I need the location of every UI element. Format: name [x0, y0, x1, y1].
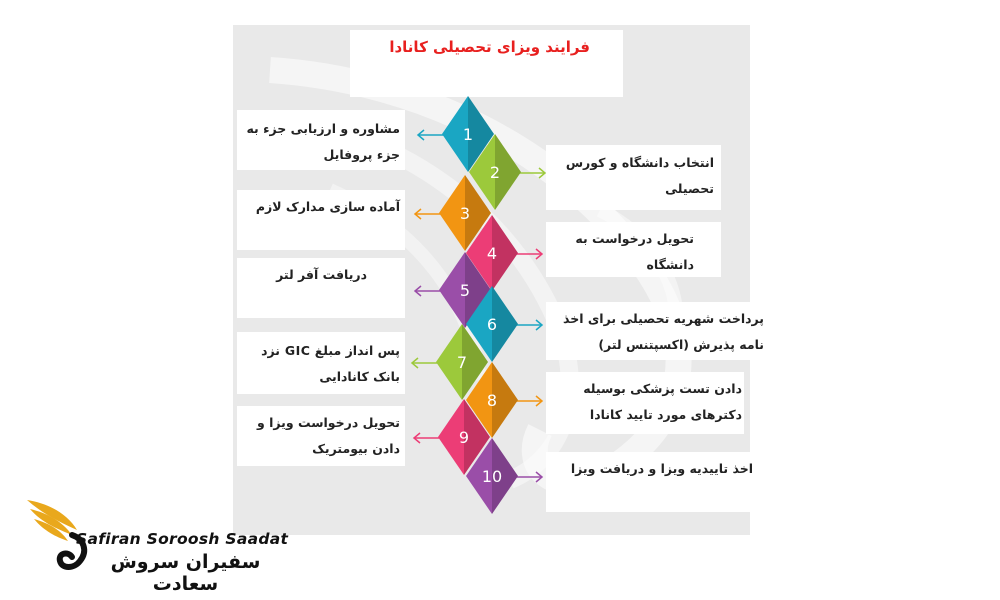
step-box-3: [237, 190, 405, 250]
step-label-8: دادن تست پزشکی بوسیله دکترهای مورد تایید …: [546, 376, 742, 428]
step-diamond-7: 7: [436, 324, 488, 400]
arrow-icon: [412, 432, 442, 444]
step-box-9: [237, 406, 405, 466]
step-label-9: تحویل درخواست ویزا و دادن بیومتریک: [237, 410, 400, 462]
diagram-title: فرایند ویزای تحصیلی کانادا: [389, 38, 590, 56]
step-label-line: دانشگاه: [646, 257, 694, 272]
step-diamond-6: 6: [466, 286, 518, 362]
step-label-line: پس انداز مبلغ GIC نزد: [261, 343, 400, 358]
arrow-icon: [413, 208, 443, 220]
step-diamond-8: 8: [466, 362, 518, 438]
step-number: 5: [460, 281, 470, 300]
brand-name-fa: سفیران سروش سعادت: [110, 551, 261, 595]
step-label-line: دکترهای مورد تایید کانادا: [589, 407, 742, 422]
step-label-line: مشاوره و ارزیابی جزء به: [246, 121, 400, 136]
step-label-3: آماده سازی مدارک لازم: [237, 194, 400, 220]
step-label-line: تحصیلی: [665, 181, 714, 196]
step-number: 9: [459, 428, 469, 447]
step-label-6: پرداخت شهریه تحصیلی برای اخذ نامه پذیرش (…: [546, 306, 764, 358]
step-number: 10: [482, 467, 502, 486]
step-label-7: پس انداز مبلغ GIC نزد بانک کانادایی: [237, 338, 400, 390]
step-diamond-3: 3: [439, 175, 491, 251]
arrow-icon: [410, 357, 440, 369]
step-diamond-2: 2: [469, 134, 521, 210]
step-label-line: اخذ تاییدیه ویزا و دریافت ویزا: [570, 461, 753, 476]
step-number: 2: [490, 163, 500, 182]
arrow-icon: [517, 167, 547, 179]
step-label-line: بانک کانادایی: [319, 369, 400, 384]
step-box-4: [546, 222, 721, 277]
step-label-line: دریافت آفر لتر: [276, 267, 367, 282]
step-number: 8: [487, 391, 497, 410]
arrow-icon: [413, 285, 443, 297]
step-box-10: [546, 452, 751, 512]
arrow-icon: [514, 471, 544, 483]
arrow-icon: [416, 129, 446, 141]
step-number: 3: [460, 204, 470, 223]
step-label-line: جزء پروفایل: [323, 147, 400, 162]
step-label-line: تحویل درخواست به: [575, 231, 694, 246]
arrow-icon: [514, 319, 544, 331]
step-label-2: انتخاب دانشگاه و کورس تحصیلی: [546, 150, 714, 202]
step-box-7: [237, 332, 405, 394]
step-diamond-1: 1: [442, 96, 494, 172]
arrow-icon: [514, 248, 544, 260]
step-label-10: اخذ تاییدیه ویزا و دریافت ویزا: [546, 456, 753, 482]
step-label-line: انتخاب دانشگاه و کورس: [565, 155, 714, 170]
step-box-6: [546, 302, 770, 360]
step-number: 7: [457, 353, 467, 372]
arrow-icon: [514, 395, 544, 407]
step-number: 4: [487, 244, 497, 263]
step-box-2: [546, 145, 721, 210]
step-number: 6: [487, 315, 497, 334]
step-number: 1: [463, 125, 473, 144]
step-label-line: دادن تست پزشکی بوسیله: [583, 381, 742, 396]
step-diamond-5: 5: [439, 252, 491, 328]
step-label-line: پرداخت شهریه تحصیلی برای اخذ: [562, 311, 764, 326]
step-box-5: [237, 258, 405, 318]
step-box-8: [546, 372, 744, 434]
brand-name-en: Safiran Soroosh Saadat: [76, 530, 289, 548]
step-diamond-9: 9: [438, 399, 490, 475]
step-label-line: نامه پذیرش (اکسپتنس لتر): [598, 337, 764, 352]
step-label-1: مشاوره و ارزیابی جزء به جزء پروفایل: [237, 116, 400, 168]
brand-logo-icon: [27, 500, 88, 570]
step-label-line: دادن بیومتریک: [312, 441, 400, 456]
step-label-line: آماده سازی مدارک لازم: [255, 199, 400, 214]
step-label-5: دریافت آفر لتر: [237, 262, 367, 288]
step-label-line: تحویل درخواست ویزا و: [256, 415, 400, 430]
step-label-4: تحویل درخواست به دانشگاه: [546, 226, 694, 278]
title-box: [350, 30, 623, 97]
step-diamond-4: 4: [466, 215, 518, 291]
step-box-1: [237, 110, 405, 170]
step-diamond-10: 10: [466, 438, 518, 514]
